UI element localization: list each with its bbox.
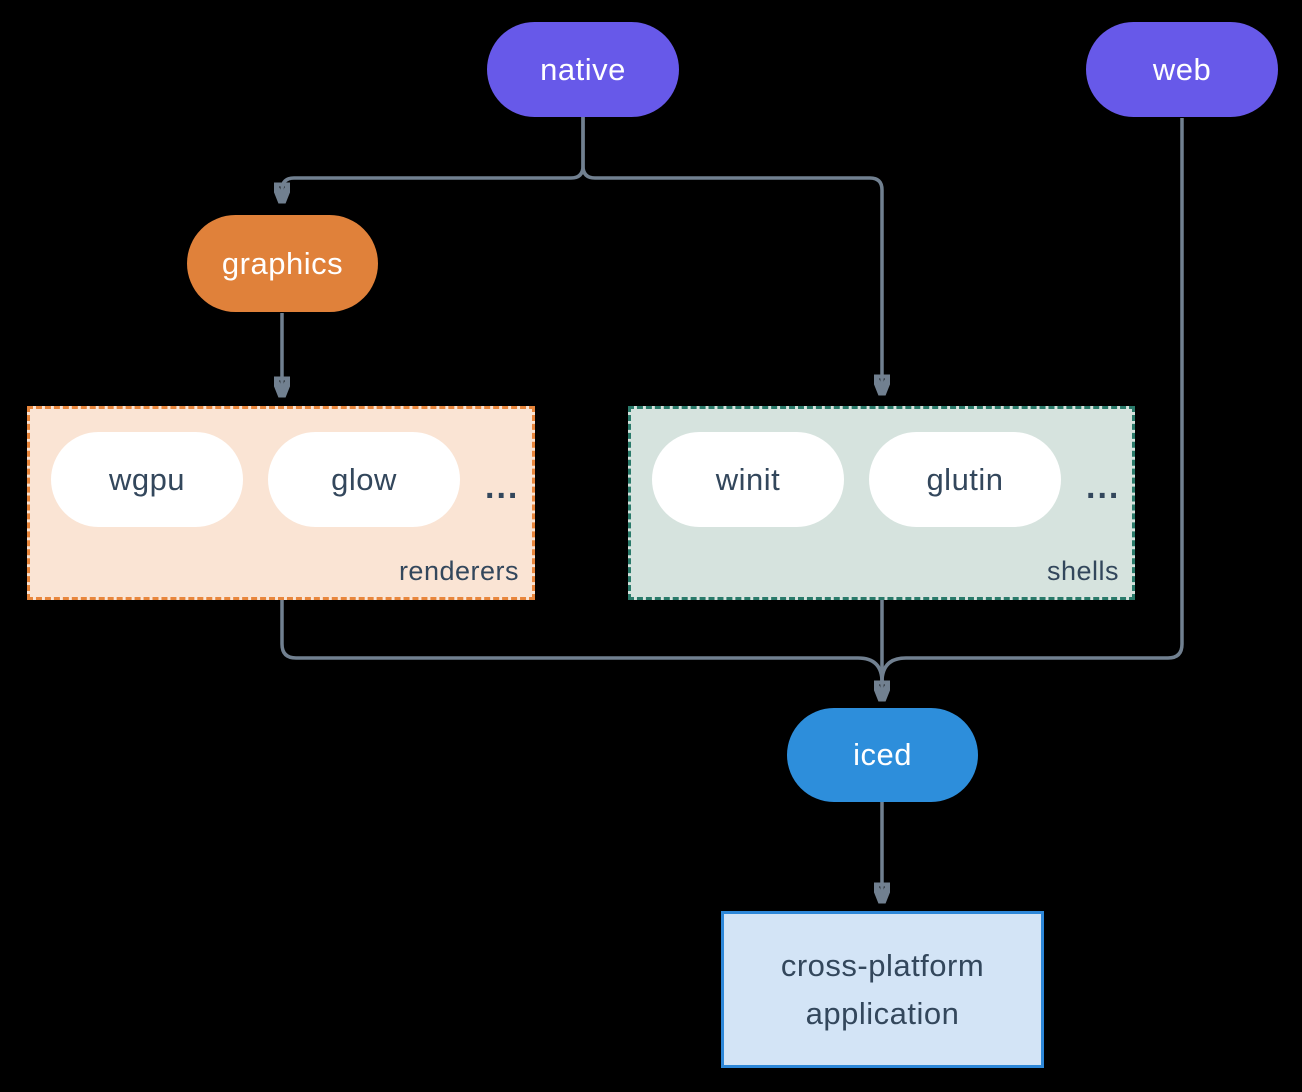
node-wgpu-label: wgpu xyxy=(108,461,186,497)
node-glutin-label: glutin xyxy=(926,461,1004,497)
node-native-label: native xyxy=(540,51,626,87)
node-glutin: glutin xyxy=(869,432,1061,527)
edge-native-to-shells xyxy=(581,117,882,393)
shells-ellipsis: ... xyxy=(1086,468,1121,506)
group-shells-row: winit glutin ... xyxy=(631,409,1132,527)
node-graphics: graphics xyxy=(187,215,378,312)
node-winit: winit xyxy=(652,432,844,527)
node-wgpu: wgpu xyxy=(51,432,243,527)
node-glow-label: glow xyxy=(331,461,397,497)
node-glow: glow xyxy=(268,432,460,527)
node-web: web xyxy=(1086,22,1278,117)
application-label-line2: application xyxy=(805,995,960,1031)
node-winit-label: winit xyxy=(715,461,781,497)
group-renderers-label: renderers xyxy=(398,556,519,586)
node-graphics-label: graphics xyxy=(221,245,344,281)
renderers-ellipsis: ... xyxy=(485,468,520,506)
edge-native-to-graphics xyxy=(282,117,585,201)
group-shells: winit glutin ... shells xyxy=(628,406,1135,600)
application-label-line1: cross-platform xyxy=(780,947,985,983)
node-native: native xyxy=(487,22,679,117)
node-iced-label: iced xyxy=(853,737,912,772)
node-iced: iced xyxy=(787,708,978,802)
node-cross-platform-application: cross-platform application xyxy=(721,911,1044,1068)
group-shells-label: shells xyxy=(1046,556,1119,586)
edge-renderers-to-merge xyxy=(280,600,884,683)
node-web-label: web xyxy=(1152,51,1212,87)
group-renderers-row: wgpu glow ... xyxy=(30,409,532,527)
group-renderers: wgpu glow ... renderers xyxy=(27,406,535,600)
edge-web-to-merge xyxy=(880,118,1184,683)
